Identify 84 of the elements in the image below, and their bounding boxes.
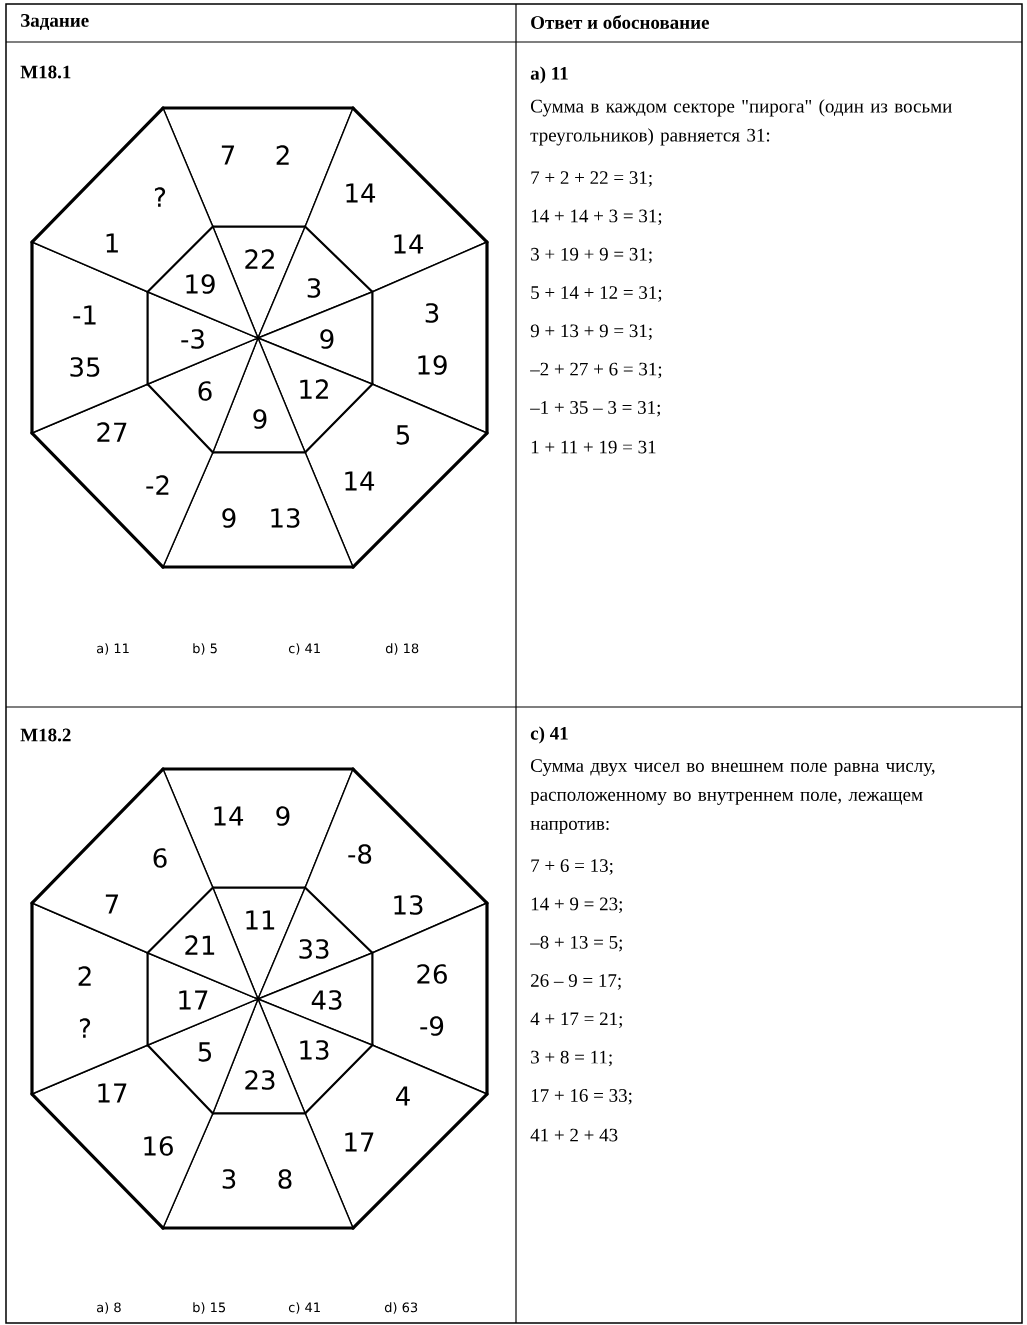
- task-number: M18.2: [20, 728, 71, 742]
- number: 17: [345, 1132, 374, 1152]
- explanation-text: Сумма в каждом секторе "пирога" (один из восьми треугольников) равняется 31:: [530, 99, 952, 146]
- number: 17: [98, 1083, 127, 1103]
- equation: 4 + 17 = 21;: [530, 1012, 622, 1028]
- number: 1: [106, 233, 118, 253]
- number: 7: [221, 145, 235, 165]
- answer-option: a) 11: [97, 643, 129, 655]
- number: ?: [154, 187, 166, 207]
- number: -1: [73, 305, 96, 325]
- number: 21: [185, 935, 215, 955]
- number: -9: [420, 1016, 444, 1036]
- number: 9: [253, 409, 267, 429]
- number: 7: [105, 894, 119, 914]
- number: 19: [186, 274, 215, 294]
- number: 5: [198, 1042, 211, 1062]
- number: 27: [97, 422, 127, 442]
- equation: 1 + 11 + 19 = 31: [531, 440, 656, 454]
- number: 9: [276, 806, 290, 826]
- number: 11: [246, 910, 275, 930]
- equation: 14 + 14 + 3 = 31;: [531, 209, 662, 226]
- number: -8: [348, 844, 372, 864]
- equation: 17 + 16 = 33;: [531, 1089, 632, 1105]
- number: 5: [396, 425, 409, 445]
- equation: 41 + 2 + 43: [530, 1128, 618, 1142]
- answer-option: c) 41: [288, 1302, 320, 1314]
- number: -2: [146, 475, 169, 495]
- number: 9: [320, 329, 334, 349]
- equation: 5 + 14 + 12 = 31;: [531, 286, 662, 302]
- equation: 3 + 19 + 9 = 31;: [531, 247, 652, 264]
- number: 14: [214, 806, 244, 826]
- equation: 7 + 6 = 13;: [531, 859, 613, 875]
- number: 23: [245, 1070, 275, 1090]
- outer-sector: [30, 1043, 215, 1230]
- number: 4: [396, 1086, 410, 1106]
- answer-heading: a) 11: [530, 66, 568, 84]
- number: 3: [222, 1169, 236, 1189]
- equation: 26 – 9 = 17;: [531, 974, 621, 990]
- number: 14: [346, 183, 376, 203]
- number: 6: [198, 381, 212, 401]
- column-header: Задание: [21, 14, 89, 30]
- task-number: M18.1: [20, 65, 71, 79]
- equation: 7 + 2 + 22 = 31;: [531, 171, 652, 187]
- outer-sector: [30, 106, 215, 294]
- number: ?: [79, 1018, 91, 1038]
- number: 22: [245, 249, 274, 269]
- equation: –2 + 27 + 6 = 31;: [530, 362, 662, 379]
- equation: 3 + 8 = 11;: [531, 1050, 612, 1067]
- answer-option: a) 8: [97, 1302, 121, 1314]
- answer-option: b) 15: [193, 1302, 226, 1314]
- number: 26: [417, 964, 447, 984]
- number: 2: [78, 966, 91, 986]
- number: 3: [307, 278, 321, 298]
- number: 14: [345, 471, 375, 491]
- number: 43: [311, 990, 342, 1010]
- number: 6: [153, 848, 167, 868]
- number: 3: [425, 303, 439, 323]
- answer-heading: c) 41: [530, 726, 568, 744]
- outer-sector: [30, 767, 215, 955]
- answer-option: c) 41: [288, 643, 320, 655]
- outer-sector: [30, 382, 215, 569]
- number: 35: [70, 357, 100, 377]
- column-header: Ответ и обоснование: [531, 15, 709, 29]
- number: 13: [300, 1040, 329, 1060]
- equation: 14 + 9 = 23;: [531, 897, 622, 914]
- equation: –1 + 35 – 3 = 31;: [530, 401, 660, 417]
- number: -3: [181, 329, 204, 349]
- number: 12: [300, 379, 328, 399]
- answer-option: d) 63: [384, 1302, 418, 1314]
- equation: 9 + 13 + 9 = 31;: [530, 324, 652, 340]
- explanation-text: Сумма двух чисел во внешнем поле равна числу, расположенному во внутреннем поле, лежащем напротив:: [530, 759, 935, 834]
- number: 8: [278, 1169, 292, 1189]
- number: 2: [276, 145, 289, 165]
- answer-option: b) 5: [193, 643, 217, 655]
- number: 16: [144, 1136, 173, 1156]
- number: 14: [394, 234, 424, 254]
- number: 17: [179, 990, 208, 1010]
- number: 13: [271, 508, 300, 528]
- number: 13: [394, 895, 423, 915]
- number: 9: [222, 508, 236, 528]
- equation: –8 + 13 = 5;: [530, 935, 622, 952]
- answer-option: d) 18: [385, 643, 419, 655]
- number: 33: [299, 939, 329, 959]
- number: 19: [418, 355, 447, 375]
